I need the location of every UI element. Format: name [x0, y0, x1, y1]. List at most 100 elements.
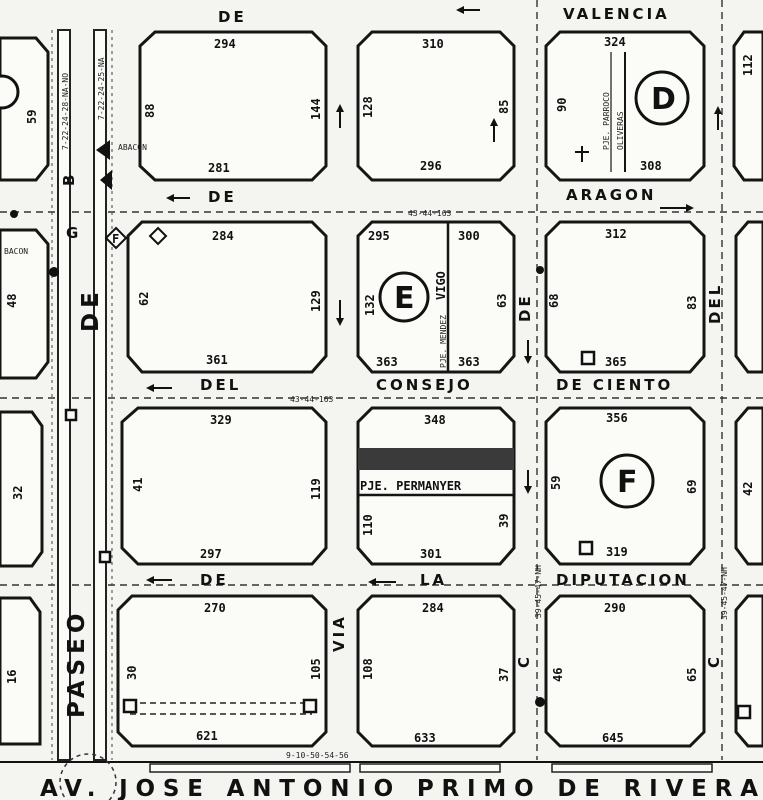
street-diputacion-la: LA	[420, 571, 447, 589]
label-block_numbers-b4_top: 284	[212, 229, 234, 243]
bus-routes	[0, 0, 763, 760]
marker-abacon: ABACON	[118, 143, 147, 152]
passage-mendez: PJE. MENDEZ	[439, 315, 448, 368]
label-block_numbers-b1_left: 88	[143, 104, 157, 118]
block-11	[356, 594, 516, 748]
street-via: VIA	[330, 614, 348, 652]
zone-e: E	[394, 281, 415, 316]
label-block_numbers-b5_top_a: 295	[368, 229, 390, 243]
label-block_numbers-b9_bottom: 319	[606, 545, 628, 559]
route-label-consejo: 43-44-163	[290, 395, 334, 404]
block-5	[356, 220, 516, 374]
block-7	[120, 406, 328, 566]
block-left-2	[0, 228, 50, 380]
passage-names: PJE. PARROCO OLIVERAS VIGO PJE. MENDEZ P…	[360, 92, 625, 493]
block-left-4	[0, 596, 42, 746]
misc-markers: ABACON BACON F	[4, 140, 589, 256]
label-block_numbers-b5_top_b: 300	[458, 229, 480, 243]
street-aragon: ARAGON	[566, 186, 656, 204]
label-block_numbers-b5_left: 132	[363, 294, 377, 316]
label-block_numbers-b5_right: 63	[495, 294, 509, 308]
block-left-3	[0, 410, 44, 568]
block-4	[126, 220, 328, 374]
label-block_numbers-b7_left: 41	[131, 478, 145, 492]
passage-parroco: PJE. PARROCO	[602, 92, 611, 150]
label-block_numbers-b11_top: 284	[422, 601, 444, 615]
street-consejo-del: DEL	[200, 376, 241, 394]
label-block_numbers-b3_left: 90	[555, 98, 569, 112]
label-block_numbers-b7_right: 119	[309, 478, 323, 500]
label-block_numbers-b1_bottom: 281	[208, 161, 230, 175]
label-block_numbers-b4_bottom: 361	[206, 353, 228, 367]
bus-stops	[10, 210, 752, 720]
street-b: B	[60, 172, 78, 186]
label-block_numbers-b12_bottom: 645	[602, 731, 624, 745]
street-diputacion: DIPUTACION	[556, 571, 690, 589]
paseo-medians	[51, 29, 113, 761]
label-block_numbers-left_d: 16	[5, 670, 19, 684]
street-g: G	[66, 224, 81, 242]
label-block_numbers-b7_bottom: 297	[200, 547, 222, 561]
street-paseo: PASEO	[64, 609, 90, 718]
direction-arrows	[146, 6, 722, 586]
block-10	[116, 594, 328, 748]
block-numbers: 294 281 88 144 310 296 128 85 324 308 90…	[5, 35, 755, 745]
label-block_numbers-b10_top: 270	[204, 601, 226, 615]
label-block_numbers-b2_left: 128	[361, 96, 375, 118]
label-block_numbers-left_a: 59	[25, 110, 39, 124]
street-valencia: VALENCIA	[563, 5, 670, 23]
marker-bacon: BACON	[4, 247, 28, 256]
route-label-diputacion-b: 39-45-47-NH	[720, 567, 729, 620]
label-block_numbers-left_c: 32	[11, 486, 25, 500]
label-block_numbers-right_b: 42	[741, 482, 755, 496]
label-block_numbers-b12_left: 46	[551, 668, 565, 682]
street-c-left: C	[515, 654, 533, 668]
route-label-aragon: 43-44-163	[408, 209, 452, 218]
street-avenida: AV. JOSE ANTONIO PRIMO DE RIVERA	[40, 776, 763, 800]
label-block_numbers-b4_left: 62	[137, 292, 151, 306]
label-block_numbers-b7_top: 329	[210, 413, 232, 427]
label-block_numbers-b9_top: 356	[606, 411, 628, 425]
label-block_numbers-b9_left: 59	[549, 476, 563, 490]
label-block_numbers-b6_left: 68	[547, 294, 561, 308]
street-top-de: DE	[218, 8, 247, 26]
street-c-right: C	[705, 654, 723, 668]
street-de-vertical: DE	[516, 293, 534, 322]
street-de-ciento: DE CIENTO	[556, 376, 673, 394]
label-block_numbers-b5_bottom_a: 363	[376, 355, 398, 369]
avenue-band	[0, 753, 763, 800]
label-block_numbers-b8_top: 348	[424, 413, 446, 427]
label-block_numbers-b11_left: 108	[361, 658, 375, 680]
passage-oliveras: OLIVERAS	[616, 111, 625, 150]
block-left-1	[0, 36, 50, 182]
label-block_numbers-b9_right: 69	[685, 480, 699, 494]
route-labels: 43-44-163 43-44-163 39-45-47-NH 39-45-47…	[61, 57, 729, 760]
label-block_numbers-b3_bottom: 308	[640, 159, 662, 173]
route-label-paseo-b: 7-22-24-25-NA	[97, 57, 106, 120]
block-6	[544, 220, 706, 374]
label-block_numbers-b6_bottom: 365	[605, 355, 627, 369]
zone-f: F	[617, 465, 638, 500]
label-block_numbers-b2_top: 310	[422, 37, 444, 51]
label-block_numbers-b8_bottom: 301	[420, 547, 442, 561]
block-right-2	[734, 220, 763, 374]
label-block_numbers-b1_top: 294	[214, 37, 236, 51]
route-label-paseo-a: 7-22-24-28-NA-NO	[61, 73, 70, 150]
label-block_numbers-b10_left: 30	[125, 666, 139, 680]
label-block_numbers-b1_right: 144	[309, 98, 323, 120]
label-block_numbers-left_b: 48	[5, 294, 19, 308]
block-2	[356, 30, 516, 182]
internal-passages	[130, 52, 626, 715]
label-block_numbers-b8_right: 39	[497, 514, 511, 528]
route-label-diputacion: 39-45-47-NH	[534, 565, 543, 618]
label-block_numbers-b3_top: 324	[604, 35, 626, 49]
label-block_numbers-b12_top: 290	[604, 601, 626, 615]
label-block_numbers-b11_bottom: 633	[414, 731, 436, 745]
street-diputacion-de: DE	[200, 571, 229, 589]
route-label-avenida: 9-10-50-54-56	[286, 751, 349, 760]
label-block_numbers-b5_bottom_b: 363	[458, 355, 480, 369]
label-block_numbers-b12_right: 65	[685, 668, 699, 682]
block-right-4	[734, 594, 763, 748]
label-block_numbers-b10_right: 105	[309, 658, 323, 680]
